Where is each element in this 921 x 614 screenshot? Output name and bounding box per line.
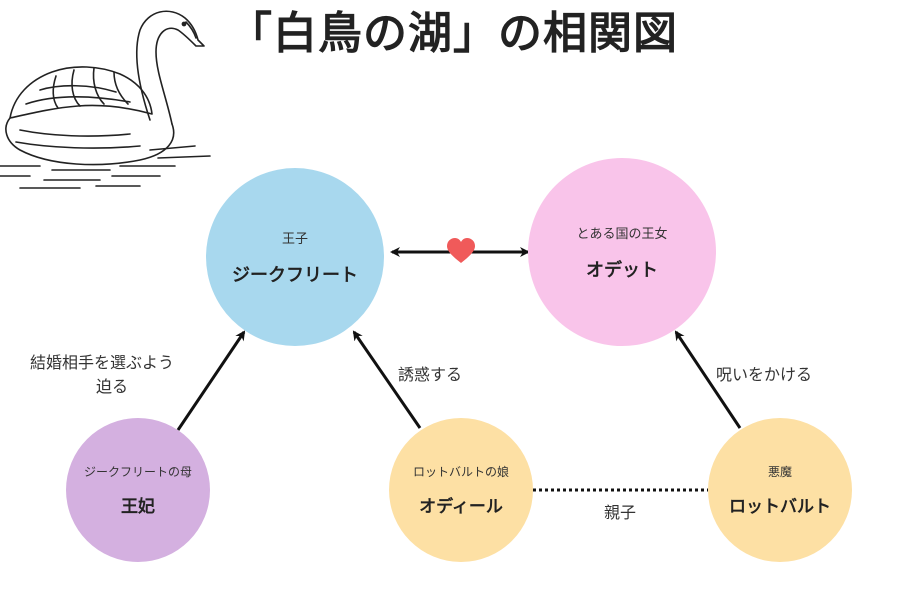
node-role: 悪魔 [767, 465, 792, 479]
node-rothbart: 悪魔 ロットバルト [708, 418, 852, 562]
diagram-title: 「白鳥の湖」の相関図 [228, 8, 678, 59]
node-name: 王妃 [121, 497, 155, 517]
node-name: ジークフリート [232, 264, 358, 286]
node-name: ロットバルト [729, 497, 831, 517]
relation-label-rothbart: 呪いをかける [716, 365, 813, 384]
swan-illustration [0, 10, 211, 189]
relation-label-queen-line2: 迫る [96, 377, 129, 396]
queen-to-siegfried-arrow [176, 330, 246, 431]
node-role: ロットバルトの娘 [412, 465, 509, 479]
relation-label-odile: 誘惑する [398, 365, 463, 384]
love-connector [390, 238, 530, 263]
node-odette: とある国の王女 オデット [528, 158, 716, 346]
node-odile: ロットバルトの娘 オディール [389, 418, 533, 562]
node-queen: ジークフリートの母 王妃 [66, 418, 210, 562]
rothbart-to-odette-arrow [674, 330, 742, 429]
node-role: ジークフリートの母 [83, 465, 192, 479]
node-name: オディール [419, 497, 503, 517]
node-siegfried: 王子 ジークフリート [206, 168, 384, 346]
node-name: オデット [586, 259, 658, 281]
node-role: とある国の王女 [576, 226, 668, 242]
heart-icon [447, 238, 475, 263]
odile-to-siegfried-arrow [352, 330, 422, 429]
relation-label-parent-child: 親子 [604, 503, 637, 522]
relation-label-queen-line1: 結婚相手を選ぶよう [30, 353, 175, 372]
node-role: 王子 [281, 231, 308, 247]
